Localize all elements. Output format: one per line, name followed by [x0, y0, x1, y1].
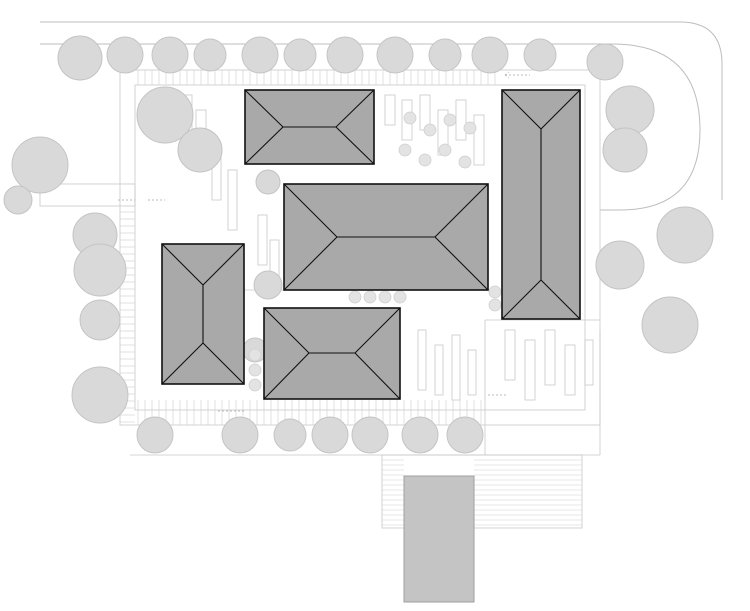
- tree-canopy: [605, 85, 655, 135]
- garden-bed: [564, 344, 576, 396]
- garden-bed: [524, 339, 536, 401]
- shrub: [423, 123, 437, 137]
- road-outline: [40, 21, 723, 211]
- shrub: [398, 143, 412, 157]
- tree-canopy: [57, 35, 103, 81]
- tree-canopy: [73, 243, 127, 297]
- shrub: [248, 348, 262, 362]
- tree-canopy: [136, 416, 174, 454]
- tree-canopy: [523, 38, 557, 72]
- tree-canopy: [602, 127, 648, 173]
- tree-canopy: [641, 296, 699, 354]
- shrub: [363, 290, 377, 304]
- west-entrance-path: [39, 183, 136, 207]
- tree-canopy: [283, 38, 317, 72]
- tree-canopy: [656, 206, 714, 264]
- tree-canopy: [428, 38, 462, 72]
- shrub: [443, 113, 457, 127]
- tree-canopy: [221, 416, 259, 454]
- trees: [3, 35, 714, 454]
- shrubs: [248, 111, 502, 392]
- building-north-block: [244, 89, 375, 165]
- shrub: [248, 363, 262, 377]
- shrub: [488, 285, 502, 299]
- garden-bed: [434, 344, 444, 396]
- shrub: [393, 290, 407, 304]
- building-central-block: [283, 183, 489, 291]
- shrub: [458, 155, 472, 169]
- tree-canopy: [311, 416, 349, 454]
- tree-canopy: [241, 36, 279, 74]
- shrub: [418, 153, 432, 167]
- garden-bed: [544, 329, 556, 386]
- tree-canopy: [11, 136, 69, 194]
- tree-canopy: [71, 366, 129, 424]
- building-west-block: [161, 243, 245, 385]
- garden-bed: [584, 339, 594, 386]
- tree-canopy: [326, 36, 364, 74]
- tree-canopy: [253, 270, 283, 300]
- garden-bed: [473, 114, 485, 166]
- shrub: [463, 121, 477, 135]
- garden-bed: [504, 329, 516, 381]
- tree-canopy: [136, 86, 194, 144]
- tree-canopy: [273, 418, 307, 452]
- tree-canopy: [446, 416, 484, 454]
- building-south-block: [263, 307, 401, 400]
- tree-canopy: [177, 127, 223, 173]
- garden-bed: [417, 329, 427, 391]
- tree-canopy: [193, 38, 227, 72]
- circulation-arrows: [118, 71, 530, 412]
- shrub: [348, 290, 362, 304]
- garden-bed: [227, 169, 238, 231]
- tree-canopy: [151, 36, 189, 74]
- garden-bed: [384, 94, 396, 126]
- tree-canopy: [376, 36, 414, 74]
- shrub: [488, 298, 502, 312]
- tree-canopy: [255, 169, 281, 195]
- south-entrance-deck: [381, 454, 583, 603]
- shrub: [378, 290, 392, 304]
- garden-bed: [257, 214, 268, 266]
- garden-bed: [455, 99, 467, 141]
- tree-canopy: [79, 299, 121, 341]
- garden-bed: [467, 349, 477, 396]
- garden-bed: [451, 334, 461, 401]
- tree-canopy: [595, 240, 645, 290]
- entrance-walkway: [403, 475, 475, 603]
- tree-canopy: [401, 416, 439, 454]
- tree-canopy: [106, 36, 144, 74]
- tree-canopy: [351, 416, 389, 454]
- tree-canopy: [3, 185, 33, 215]
- tree-canopy: [586, 43, 624, 81]
- shrub: [248, 378, 262, 392]
- shrub: [438, 143, 452, 157]
- tree-canopy: [471, 36, 509, 74]
- building-east-block: [501, 89, 581, 320]
- shrub: [403, 111, 417, 125]
